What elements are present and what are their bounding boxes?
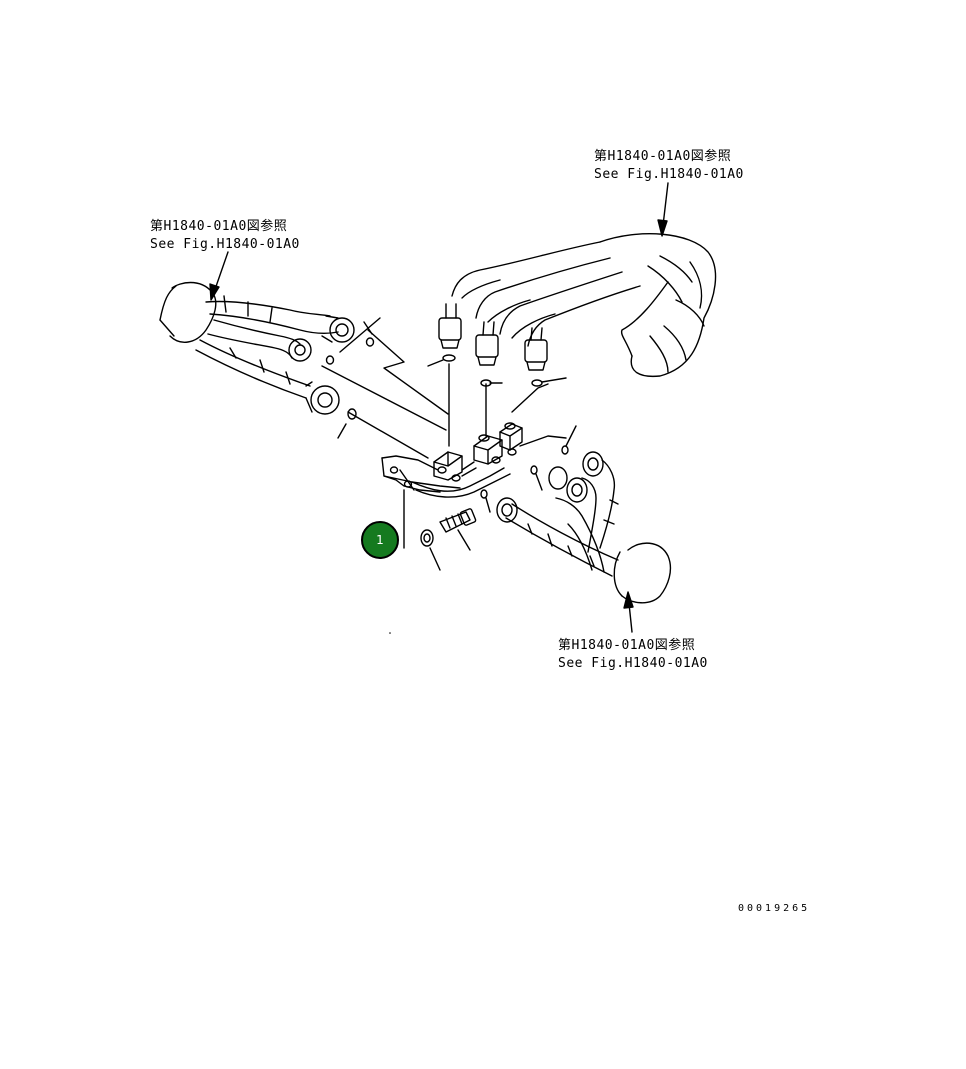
- part-number-balloon[interactable]: 1: [361, 521, 399, 559]
- seal-markers: [325, 317, 577, 513]
- reference-callout-top-right: 第H1840-01A0図参照 See Fig.H1840-01A0: [594, 148, 744, 184]
- reference-arrow-top-right: [657, 182, 669, 237]
- stray-mark: [389, 632, 391, 634]
- reference-callout-top-left: 第H1840-01A0図参照 See Fig.H1840-01A0: [150, 218, 300, 254]
- hose-bundle-bottom-right: [496, 451, 672, 604]
- reference-en-text: See Fig.H1840-01A0: [150, 237, 300, 252]
- reference-callout-bottom-right: 第H1840-01A0図参照 See Fig.H1840-01A0: [558, 637, 708, 673]
- reference-jp-text: 第H1840-01A0図参照: [558, 638, 696, 653]
- hose-bundle-left: [159, 281, 355, 415]
- hose-bundle-top-right: [438, 233, 717, 378]
- drawing-number: 00019265: [738, 903, 811, 914]
- reference-jp-text: 第H1840-01A0図参照: [150, 219, 288, 234]
- valve-block-assembly: [321, 329, 567, 498]
- reference-jp-text: 第H1840-01A0図参照: [594, 149, 732, 164]
- reference-arrow-top-left: [209, 251, 229, 301]
- reference-en-text: See Fig.H1840-01A0: [594, 167, 744, 182]
- bolt-and-washer: [403, 489, 477, 571]
- reference-en-text: See Fig.H1840-01A0: [558, 656, 708, 671]
